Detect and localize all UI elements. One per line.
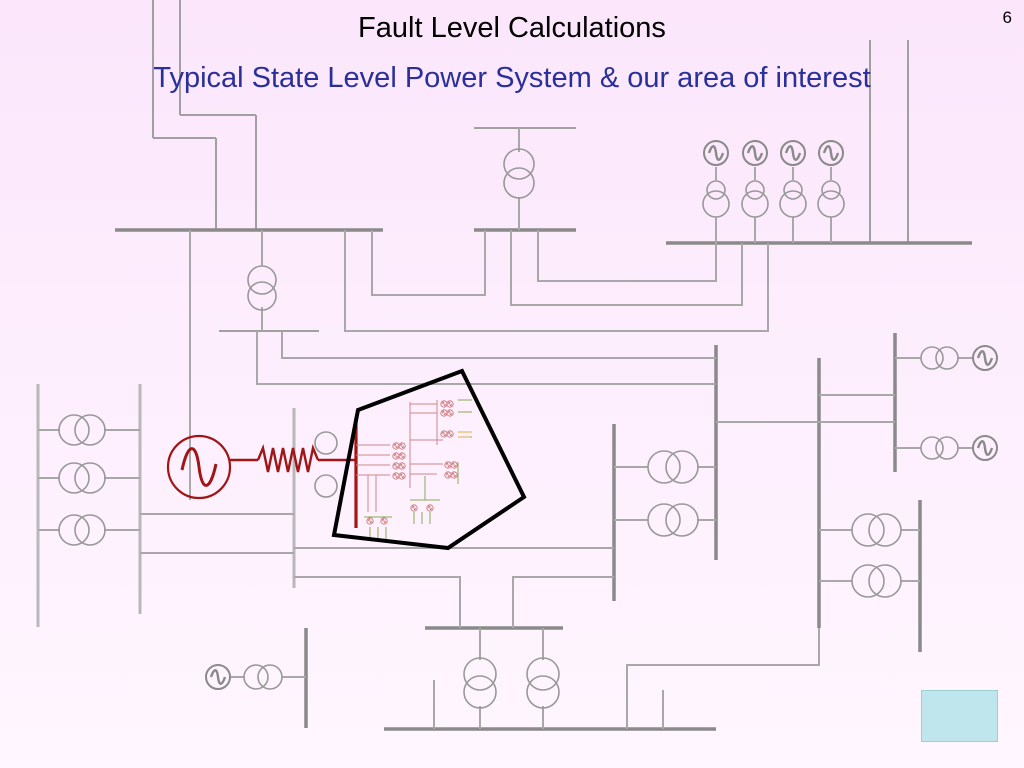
area-of-interest-detail	[356, 399, 472, 540]
generator-icons	[204, 139, 999, 691]
generator-icon	[204, 663, 232, 691]
transformer-icon	[243, 664, 283, 690]
transformer-icon	[58, 462, 106, 494]
navigation-button[interactable]	[921, 690, 998, 742]
transformer-icon	[741, 180, 769, 218]
transformer-icon	[463, 657, 497, 709]
transformer-icon	[817, 180, 845, 218]
transformer-icon	[526, 657, 560, 709]
transformer-icon	[702, 180, 730, 218]
generator-icon	[971, 344, 999, 372]
area-of-interest-outline	[331, 368, 527, 551]
transformer-icon	[920, 436, 959, 460]
generator-icon	[971, 434, 999, 462]
transformer-icon	[647, 450, 699, 484]
transformer-icon	[247, 265, 277, 311]
slide-subtitle: Typical State Level Power System & our a…	[153, 62, 871, 94]
generator-icon	[779, 139, 807, 167]
transformer-icon	[647, 503, 699, 537]
generator-icon	[741, 139, 769, 167]
transformer-icons	[247, 148, 845, 709]
source-generator-icon	[166, 434, 232, 500]
transformer-icon	[503, 148, 535, 199]
transformer-icon	[58, 514, 106, 546]
page-number: 6	[1002, 8, 1012, 27]
slide-title: Fault Level Calculations	[358, 12, 666, 44]
generator-icon	[702, 139, 730, 167]
transformer-icon	[851, 513, 902, 547]
transformer-icon	[851, 564, 902, 598]
top-feeder-lines	[152, 0, 909, 243]
transformer-icon	[920, 346, 959, 370]
generator-icon	[817, 139, 845, 167]
transformer-icon	[314, 431, 338, 498]
transformer-icons-horizontal	[58, 346, 959, 690]
connection-lines	[38, 128, 973, 729]
transformer-icon	[58, 414, 106, 446]
transformer-icon	[779, 180, 807, 218]
